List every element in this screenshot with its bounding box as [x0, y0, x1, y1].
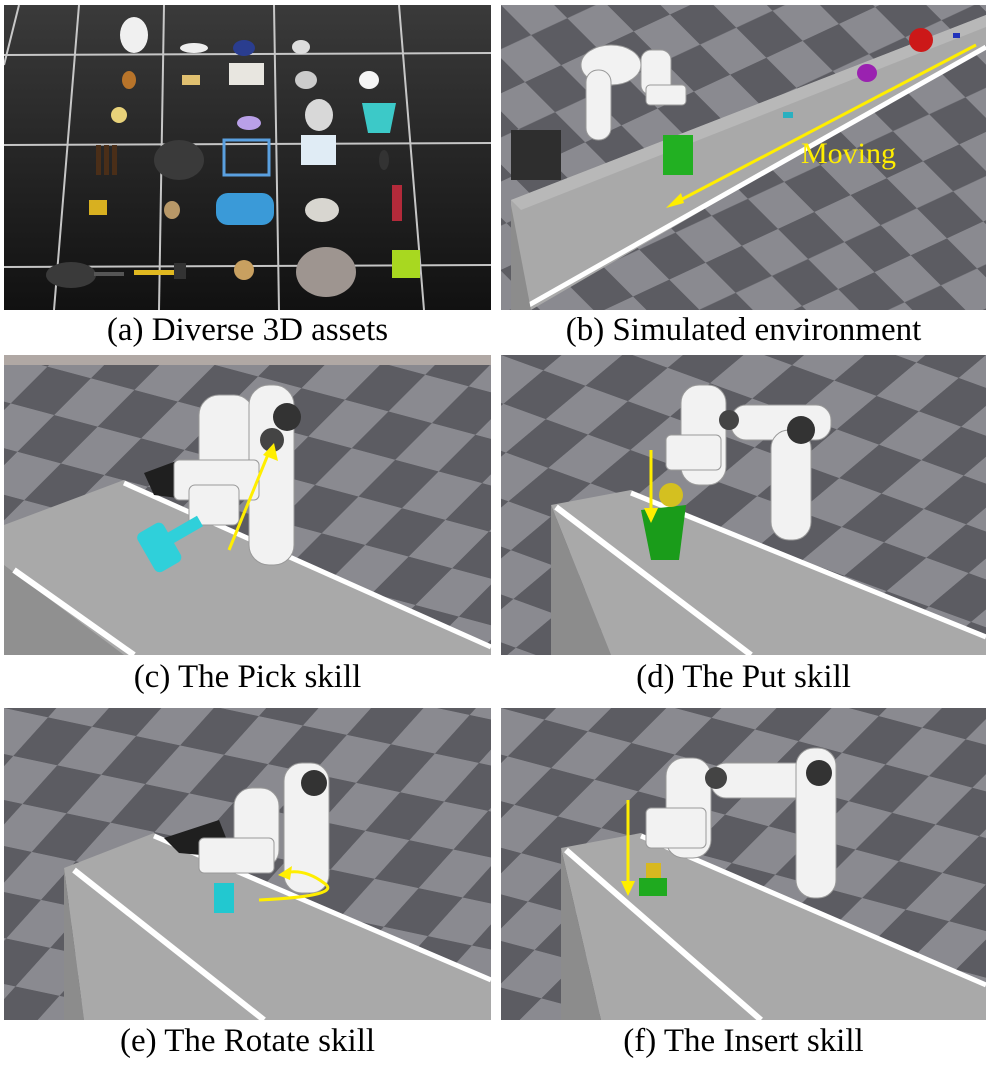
panel-e-image — [4, 708, 491, 1020]
insert-arrow — [621, 800, 635, 896]
panel-f-image — [501, 708, 986, 1020]
asset-objects — [46, 17, 420, 297]
caption-c: (c) The Pick skill — [133, 659, 362, 695]
caption-a: (a) Diverse 3D assets — [106, 312, 389, 348]
caption-e: (e) The Rotate skill — [119, 1023, 376, 1059]
panel-b-image: Moving — [501, 5, 986, 310]
caption-f: (f) The Insert skill — [623, 1023, 864, 1059]
caption-b: (b) Simulated environment — [565, 312, 922, 348]
panel-d-image — [501, 355, 986, 655]
put-arrow — [644, 450, 658, 523]
caption-d: (d) The Put skill — [636, 659, 851, 695]
rotate-arrow — [258, 866, 330, 902]
moving-arrow — [666, 43, 977, 208]
panel-a-image — [4, 5, 491, 310]
moving-label: Moving — [801, 137, 896, 170]
panel-c-image — [4, 355, 491, 655]
pick-arrow — [227, 443, 278, 551]
